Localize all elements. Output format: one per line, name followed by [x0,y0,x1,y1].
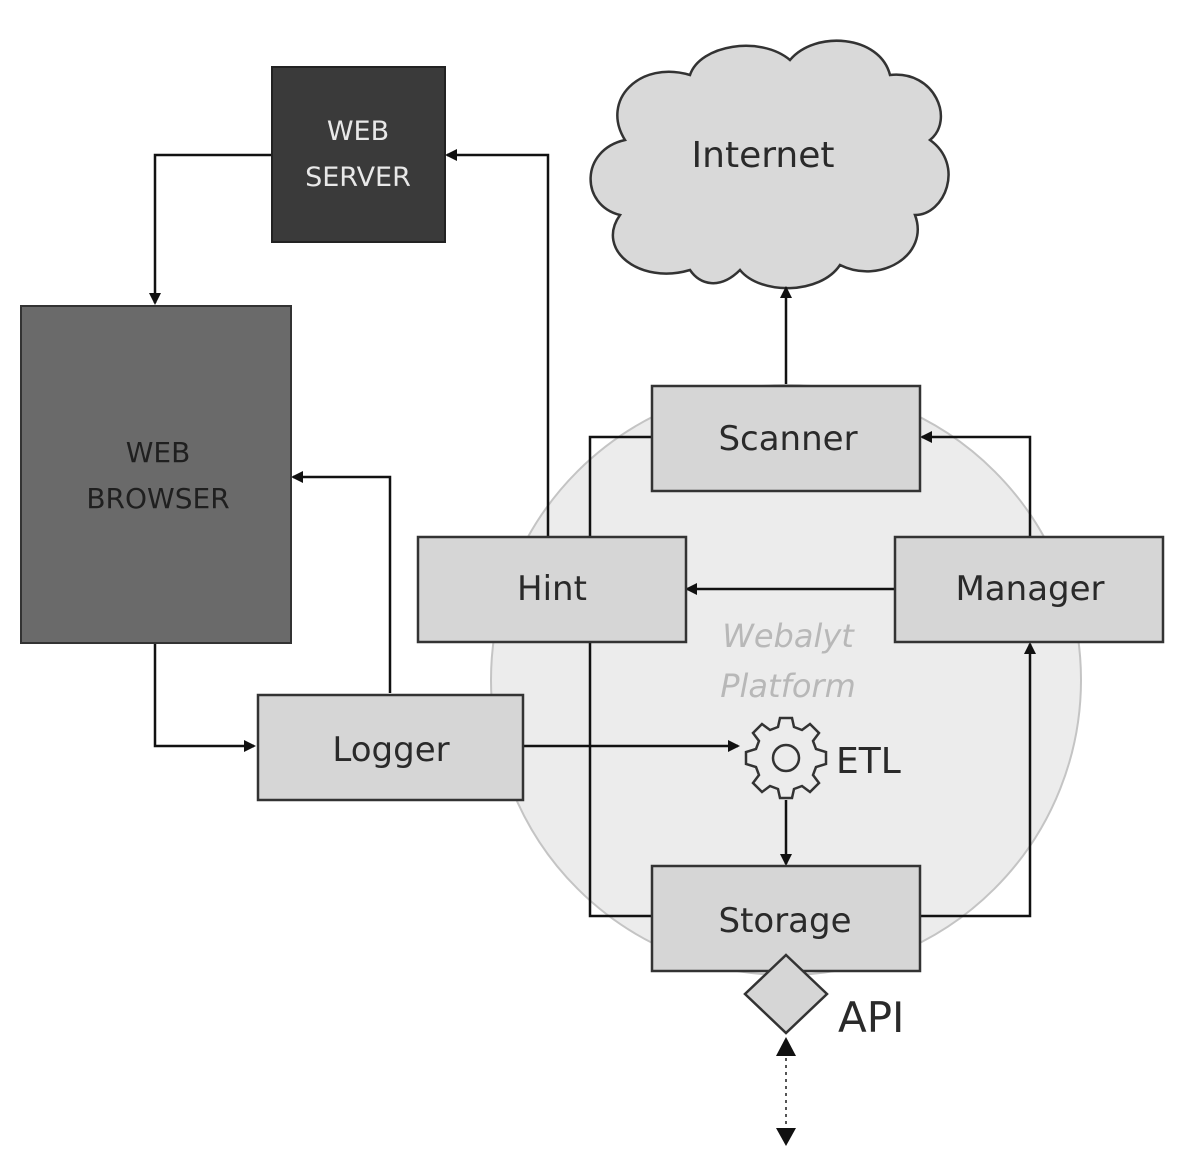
api-label: API [838,993,904,1042]
etl-label: ETL [836,741,901,782]
browser-to-logger-arrow [153,643,256,752]
web-server-node: WEB SERVER [271,66,446,243]
platform-label-line1: Webalyt [722,617,855,655]
scanner-node: Scanner [650,384,922,493]
scanner-label: Scanner [718,419,857,459]
hint-label: Hint [517,569,587,609]
logger-to-browser-arrow [291,471,392,693]
gear-icon [744,716,828,800]
storage-to-manager-arrow [920,642,1036,918]
logger-label: Logger [332,730,449,770]
manager-label: Manager [955,569,1104,609]
manager-to-scanner-arrow [920,431,1032,537]
web-browser-node: WEB BROWSER [20,305,292,644]
api-external-connector [776,1037,796,1146]
platform-label-line2: Platform [720,667,856,705]
storage-label: Storage [718,901,851,941]
storage-scanner-connector [588,435,652,918]
web-browser-label-line1: WEB [126,436,191,469]
hint-node: Hint [416,535,688,644]
web-server-label-line1: WEB [327,116,389,147]
server-to-browser-arrow [149,153,272,305]
logger-node: Logger [256,693,525,802]
hint-to-server-arrow [445,149,550,537]
internet-cloud: Internet [589,39,950,290]
connections [149,149,1036,918]
web-browser-label-line2: BROWSER [86,482,229,515]
internet-label: Internet [692,135,835,176]
web-server-label-line2: SERVER [305,162,411,193]
api-connector-icon [743,953,829,1035]
manager-node: Manager [893,535,1165,644]
